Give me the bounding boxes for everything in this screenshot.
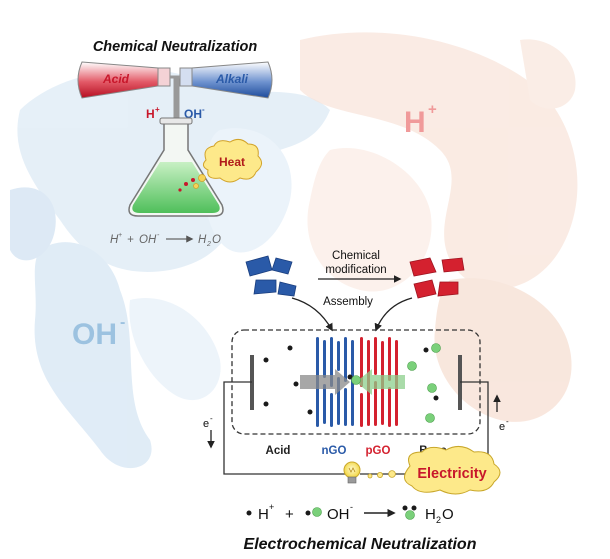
electron-right-label: e: [499, 421, 505, 433]
alkali-drip-tube: [176, 75, 180, 120]
erlenmeyer-flask: [128, 117, 224, 217]
acid-drip-tube: [170, 75, 177, 120]
oh-ion-charge: -: [202, 105, 205, 114]
go-flakes-blue: [245, 255, 297, 297]
pink-splash-background: [300, 32, 578, 422]
assembly-label: Assembly: [323, 296, 373, 308]
eq-water-sub: 2: [206, 241, 211, 248]
assembly-arrow-right: [374, 297, 413, 332]
electron-flow-right: e -: [493, 394, 509, 433]
electron-left-charge: -: [210, 414, 213, 423]
oh-ions: [351, 343, 441, 423]
bottom-eq-water-o: O: [442, 506, 454, 523]
bottom-eq-water-sub: 2: [436, 515, 441, 525]
electron-flow-left: e -: [203, 414, 215, 449]
bottom-eq-h-sup: +: [269, 502, 274, 512]
cell-ngo-label: nGO: [322, 445, 347, 457]
h-ion-charge: +: [155, 105, 160, 114]
electron-right-charge: -: [506, 417, 509, 426]
big-oh-ion-label: OH: [72, 318, 117, 351]
bottom-eq-plus: +: [285, 506, 294, 523]
wire-right: [460, 381, 489, 456]
heat-cloud: Heat: [193, 138, 262, 189]
modification-label-line1: Chemical: [332, 250, 380, 262]
h-ion-label: H: [146, 107, 155, 121]
chemical-neutralization-title: Chemical Neutralization: [93, 39, 258, 55]
alkali-label: Alkali: [215, 72, 249, 86]
heat-label: Heat: [219, 155, 245, 169]
eq-oh: OH: [139, 234, 157, 246]
eq-water-o: O: [212, 234, 221, 246]
bottom-eq-water-h: H: [425, 506, 436, 523]
alkali-container: Alkali: [179, 61, 273, 99]
cell-pgo-label: pGO: [366, 445, 391, 457]
modification-label-line2: modification: [325, 264, 386, 276]
h-ions: [263, 345, 439, 415]
eq-water-h: H: [198, 234, 207, 246]
chemical-equation: H + + OH - H 2 O: [110, 232, 221, 248]
big-h-ion-label: H: [404, 106, 426, 139]
eq-plus: +: [127, 234, 134, 246]
eq-h: H: [110, 234, 119, 246]
big-h-ion-charge: +: [428, 101, 437, 118]
light-bulb-icon: [343, 461, 361, 484]
big-oh-ion-charge: -: [120, 314, 125, 331]
bottom-equation: H + + OH - H 2 O: [246, 502, 454, 525]
cell-acid-label: Acid: [266, 445, 291, 457]
assembly-arrow-left: [291, 297, 333, 332]
acid-container: Acid: [77, 61, 171, 99]
bottom-eq-oh: OH: [327, 506, 350, 523]
eq-h-sup: +: [118, 232, 122, 239]
pgo-membrane: [360, 337, 398, 427]
acid-label: Acid: [102, 72, 130, 86]
electrochemical-neutralization-title: Electrochemical Neutralization: [244, 536, 477, 553]
bottom-eq-h: H: [258, 506, 269, 523]
bottom-eq-oh-sup: -: [350, 502, 353, 512]
go-flakes-red: [409, 257, 465, 299]
electricity-cloud: Electricity: [367, 446, 501, 495]
electricity-label: Electricity: [417, 466, 486, 482]
wire-left: [223, 381, 348, 475]
ion-flow-arrows: [300, 369, 405, 395]
eq-oh-sup: -: [157, 232, 160, 239]
electron-left-label: e: [203, 418, 209, 430]
